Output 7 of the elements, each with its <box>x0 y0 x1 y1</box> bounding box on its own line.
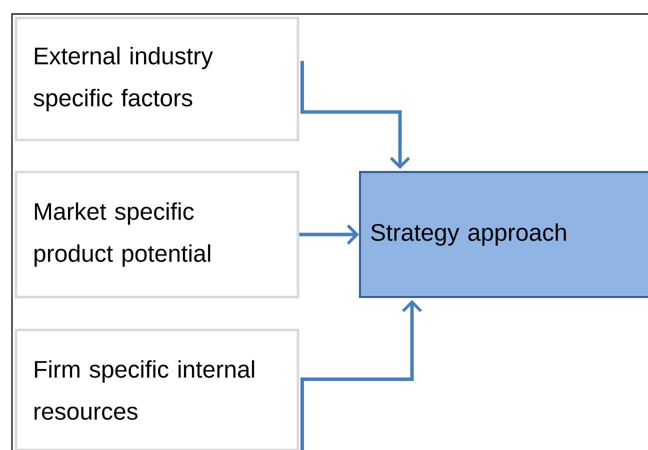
strategy-box: Strategy approach <box>359 171 648 298</box>
factor-box: External industry specific factors <box>14 16 300 142</box>
arrow <box>300 61 410 169</box>
factor-box: Market specific product potential <box>14 170 300 298</box>
arrow <box>300 300 422 450</box>
arrow <box>299 224 359 245</box>
factor-box: Firm specific internal resources <box>14 328 300 450</box>
